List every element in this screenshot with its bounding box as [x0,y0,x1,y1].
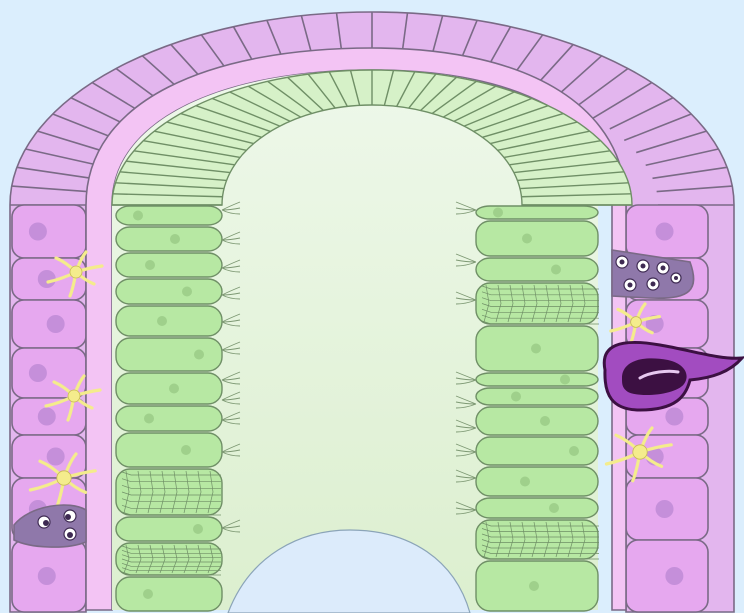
inner-cell-nucleus [181,445,191,455]
inner-cell [116,306,222,336]
inner-cell [476,258,598,281]
inner-cell [116,517,222,541]
inner-cell [476,437,598,465]
inner-cell [476,388,598,405]
inner-cell-nucleus [529,581,539,591]
inner-cell-nucleus [169,384,179,394]
inner-right-cell-column [476,206,599,611]
outer-cell-nucleus [38,567,56,585]
inner-cell-nucleus [569,446,579,456]
inner-cell [116,433,222,467]
inner-cell [116,279,222,304]
inner-cell-nucleus [540,416,550,426]
inner-cell-nucleus [182,287,192,297]
inner-cell [116,406,222,431]
inner-cell-nucleus [560,375,570,385]
outer-cell-nucleus [665,408,683,426]
inner-cell [116,206,222,225]
inner-cell-nucleus [157,316,167,326]
inner-cell-nucleus [170,234,180,244]
inner-cell-nucleus [145,260,155,270]
inner-cell-nucleus [551,265,561,275]
inner-cell [476,467,598,496]
outer-cell-nucleus [29,223,47,241]
inner-cell-nucleus [133,211,143,221]
outer-cell-nucleus [656,223,674,241]
inner-cell-nucleus [493,208,503,218]
outer-cell-nucleus [38,270,56,288]
inner-cell-nucleus [520,477,530,487]
inner-cell-nucleus [144,414,154,424]
inner-cell [476,407,598,435]
outer-cell-nucleus [656,500,674,518]
inner-cell-nucleus [522,234,532,244]
outer-cell-nucleus [38,408,56,426]
outer-cell-nucleus [665,567,683,585]
inner-cell-nucleus [549,503,559,513]
inner-cell [116,543,222,575]
outer-cell-nucleus [29,364,47,382]
outer-cell-nucleus [47,315,65,333]
inner-cell [116,338,222,371]
outer-cell-nucleus [47,448,65,466]
inner-cell [116,227,222,251]
inner-cell [116,577,222,611]
inner-left-cell-column [116,206,222,611]
inner-cell-nucleus [194,350,204,360]
inner-cell-nucleus [143,589,153,599]
inner-cell-nucleus [511,392,521,402]
outer-cell [12,205,86,258]
inner-cell [476,221,598,256]
inner-cell [116,253,222,277]
inner-cell-nucleus [193,524,203,534]
inner-cell [476,498,598,518]
inner-cell [476,373,598,386]
inner-cell-nucleus [531,344,541,354]
